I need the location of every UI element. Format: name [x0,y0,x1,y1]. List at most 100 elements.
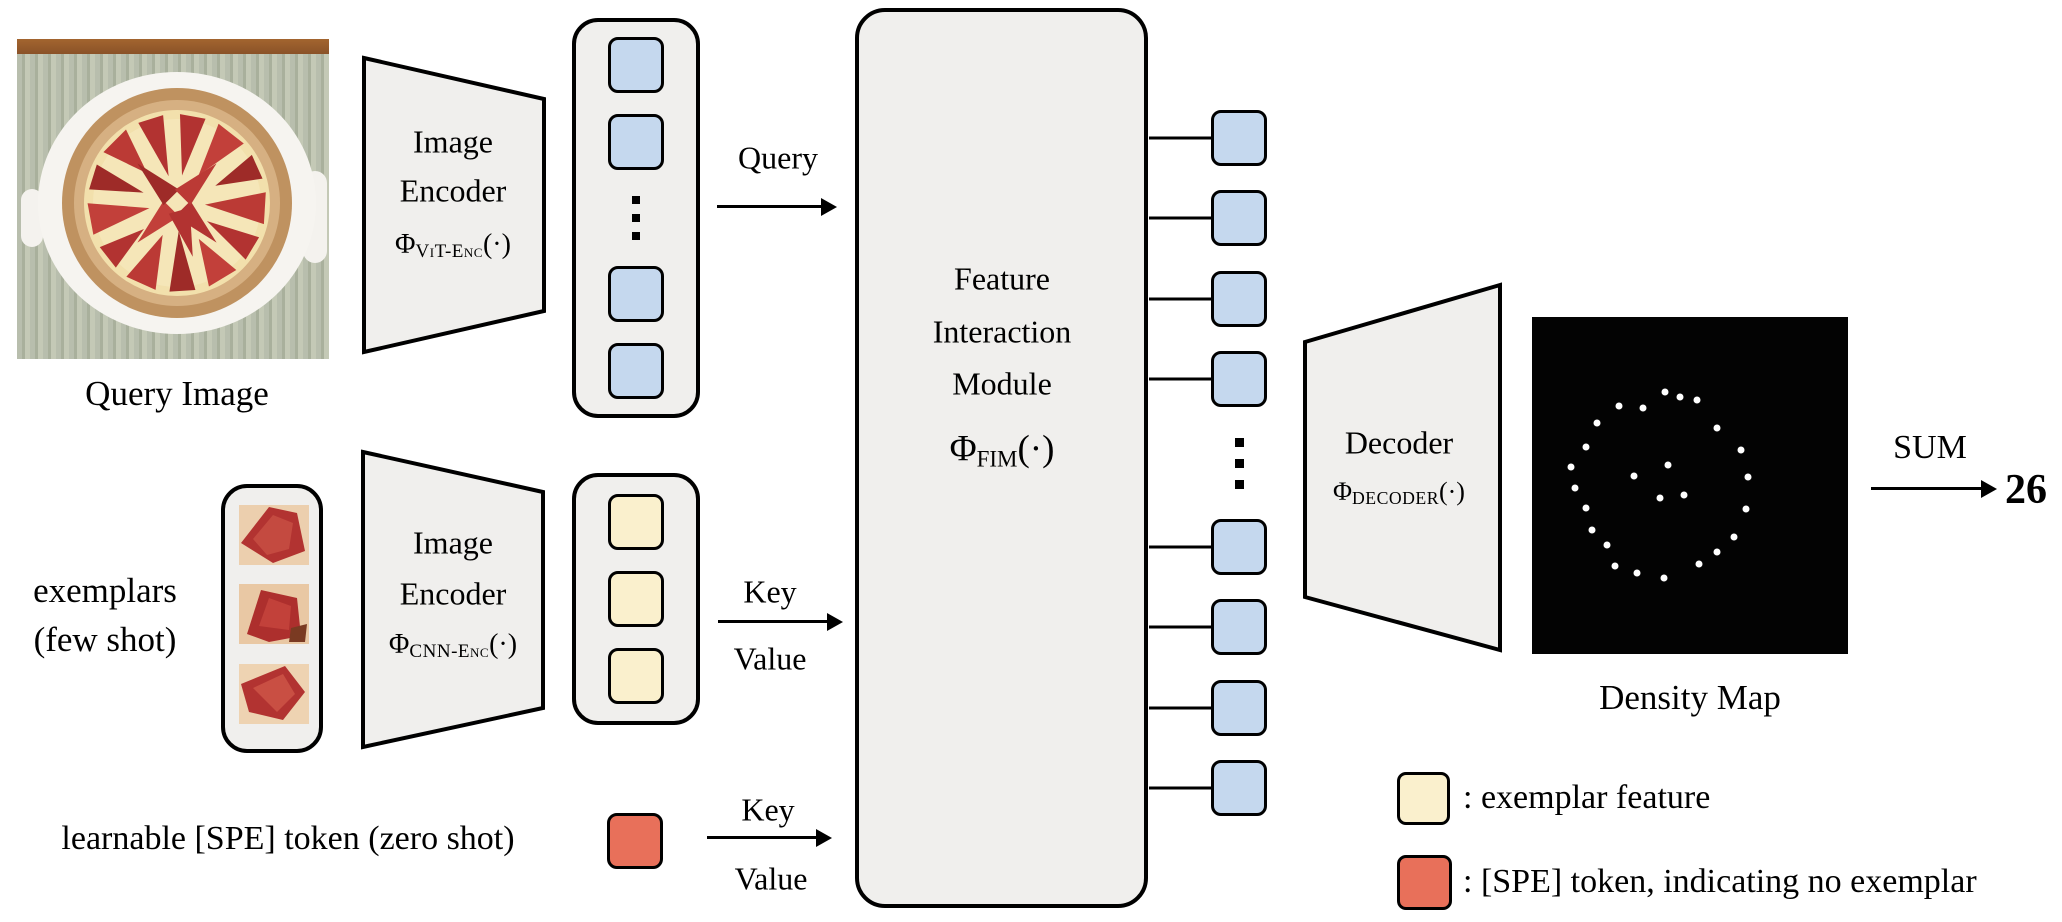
exemplars-label-1: exemplars [33,571,177,610]
density-dot [1611,562,1619,570]
phi-args: (·) [482,228,511,260]
feature-token [1211,190,1267,247]
query-arrow [717,205,821,208]
density-dot [1660,574,1668,581]
density-dot [1582,504,1590,512]
decoder-trapezoid [1303,282,1502,653]
spe-token-label: learnable [SPE] token (zero shot) [61,820,515,857]
legend-exemplar-text: : exemplar feature [1463,779,1711,816]
legend-spe-swatch [1397,855,1452,910]
feature-token [608,37,664,93]
feature-token [608,494,664,550]
phi-symbol: Φ [1333,477,1353,507]
fim-phi: ΦFIM(·) [950,428,1055,473]
density-dot [1680,491,1688,499]
feature-token [1211,518,1267,575]
spe-token [607,813,663,869]
density-dot [1639,404,1647,412]
fim-label-3: Module [952,365,1052,402]
exemplar-crop-1 [239,505,309,565]
density-dot [1567,463,1575,471]
exemplar-token-column [572,473,700,725]
density-dot [1676,393,1684,401]
density-dot [1713,548,1721,556]
feature-token [608,266,664,322]
decoder-label: Decoder [1344,424,1454,461]
output-token-column [1210,110,1268,816]
query-image [17,39,329,359]
density-dot [1737,446,1745,454]
feature-token [608,114,664,170]
feature-token [1211,351,1267,408]
feature-token [1211,760,1267,816]
value-label-bottom: Value [734,860,808,897]
exemplars-label-2: (few shot) [33,620,177,659]
exemplar-crop-3 [239,664,309,724]
query-token-column [572,18,700,418]
phi-subscript: CNN-Enc [409,641,490,663]
density-dot [1730,533,1738,541]
key-value-arrow-mid [718,620,827,623]
vit-encoder-phi: ΦViT-Enc(·) [395,229,511,263]
density-dot [1742,505,1750,513]
strawberry-tart-illustration [21,72,327,334]
wood-table-strip [17,39,329,54]
density-dot [1744,473,1752,481]
density-dot [1571,484,1579,492]
query-image-caption: Query Image [85,374,269,413]
legend-spe-text: : [SPE] token, indicating no exemplar [1463,863,1977,900]
density-dot [1630,472,1638,480]
feature-interaction-module [855,8,1148,908]
density-dot [1582,443,1590,451]
phi-args: (·) [1017,428,1055,470]
density-dot [1656,494,1664,502]
vit-encoder-trapezoid [362,55,546,355]
feature-token [608,571,664,627]
phi-subscript: DECODER [1352,487,1439,508]
density-dot [1603,541,1611,549]
sum-arrow-label: SUM [1893,429,1967,466]
density-dot [1593,419,1601,427]
density-dot [1633,569,1641,577]
fim-label-1: Feature [954,260,1050,297]
ellipsis-vertical [1234,432,1244,495]
exemplar-crop-2 [239,584,309,644]
ellipsis-vertical [632,191,640,245]
cnn-encoder-label-1: Image [413,524,493,561]
exemplar-strip [221,484,323,753]
density-dot [1661,388,1669,396]
fim-label-2: Interaction [932,313,1072,350]
key-label-mid: Key [743,573,797,610]
query-arrow-label: Query [738,139,818,176]
density-dot [1664,461,1672,469]
value-label-mid: Value [733,640,807,677]
phi-args: (·) [489,628,518,660]
phi-subscript: FIM [976,446,1018,472]
feature-token [1211,270,1267,327]
feature-token [1211,110,1267,166]
phi-symbol: Φ [949,428,977,470]
density-dot [1695,560,1703,568]
density-dot [1693,396,1701,404]
predicted-count: 26 [2005,467,2047,513]
cnn-encoder-label-2: Encoder [399,575,507,612]
phi-subscript: ViT-Enc [415,241,483,263]
decoder-phi: ΦDECODER(·) [1333,477,1465,509]
density-dot [1588,526,1596,534]
phi-args: (·) [1438,477,1465,507]
phi-symbol: Φ [395,228,416,260]
phi-symbol: Φ [388,628,410,660]
vit-encoder-label-2: Encoder [399,172,507,209]
vit-encoder-label-1: Image [413,123,493,160]
legend-exemplar-swatch [1397,772,1450,825]
feature-token [608,648,664,704]
feature-token [1211,679,1267,736]
sum-arrow [1871,487,1981,490]
density-dot [1713,424,1721,432]
cnn-encoder-phi: ΦCNN-Enc(·) [389,629,517,663]
feature-token [1211,599,1267,656]
feature-token [608,343,664,399]
key-value-arrow-bottom [707,836,816,839]
density-dot [1615,402,1623,410]
